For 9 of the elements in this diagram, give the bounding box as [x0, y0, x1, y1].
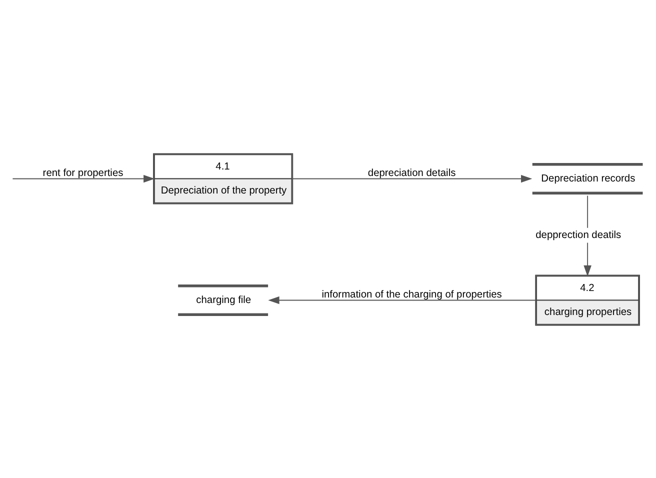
- arrow: [12, 174, 155, 182]
- edge-label: information of the charging of properties: [322, 288, 502, 300]
- arrow: [292, 174, 532, 182]
- arrow: [268, 296, 536, 304]
- edge-label: depreciation details: [368, 167, 456, 178]
- node-text: charging file: [196, 294, 252, 306]
- edge-label: depprection deatils: [536, 229, 622, 240]
- edge-label: rent for properties: [42, 167, 124, 178]
- node-text: Depreciation records: [541, 172, 636, 184]
